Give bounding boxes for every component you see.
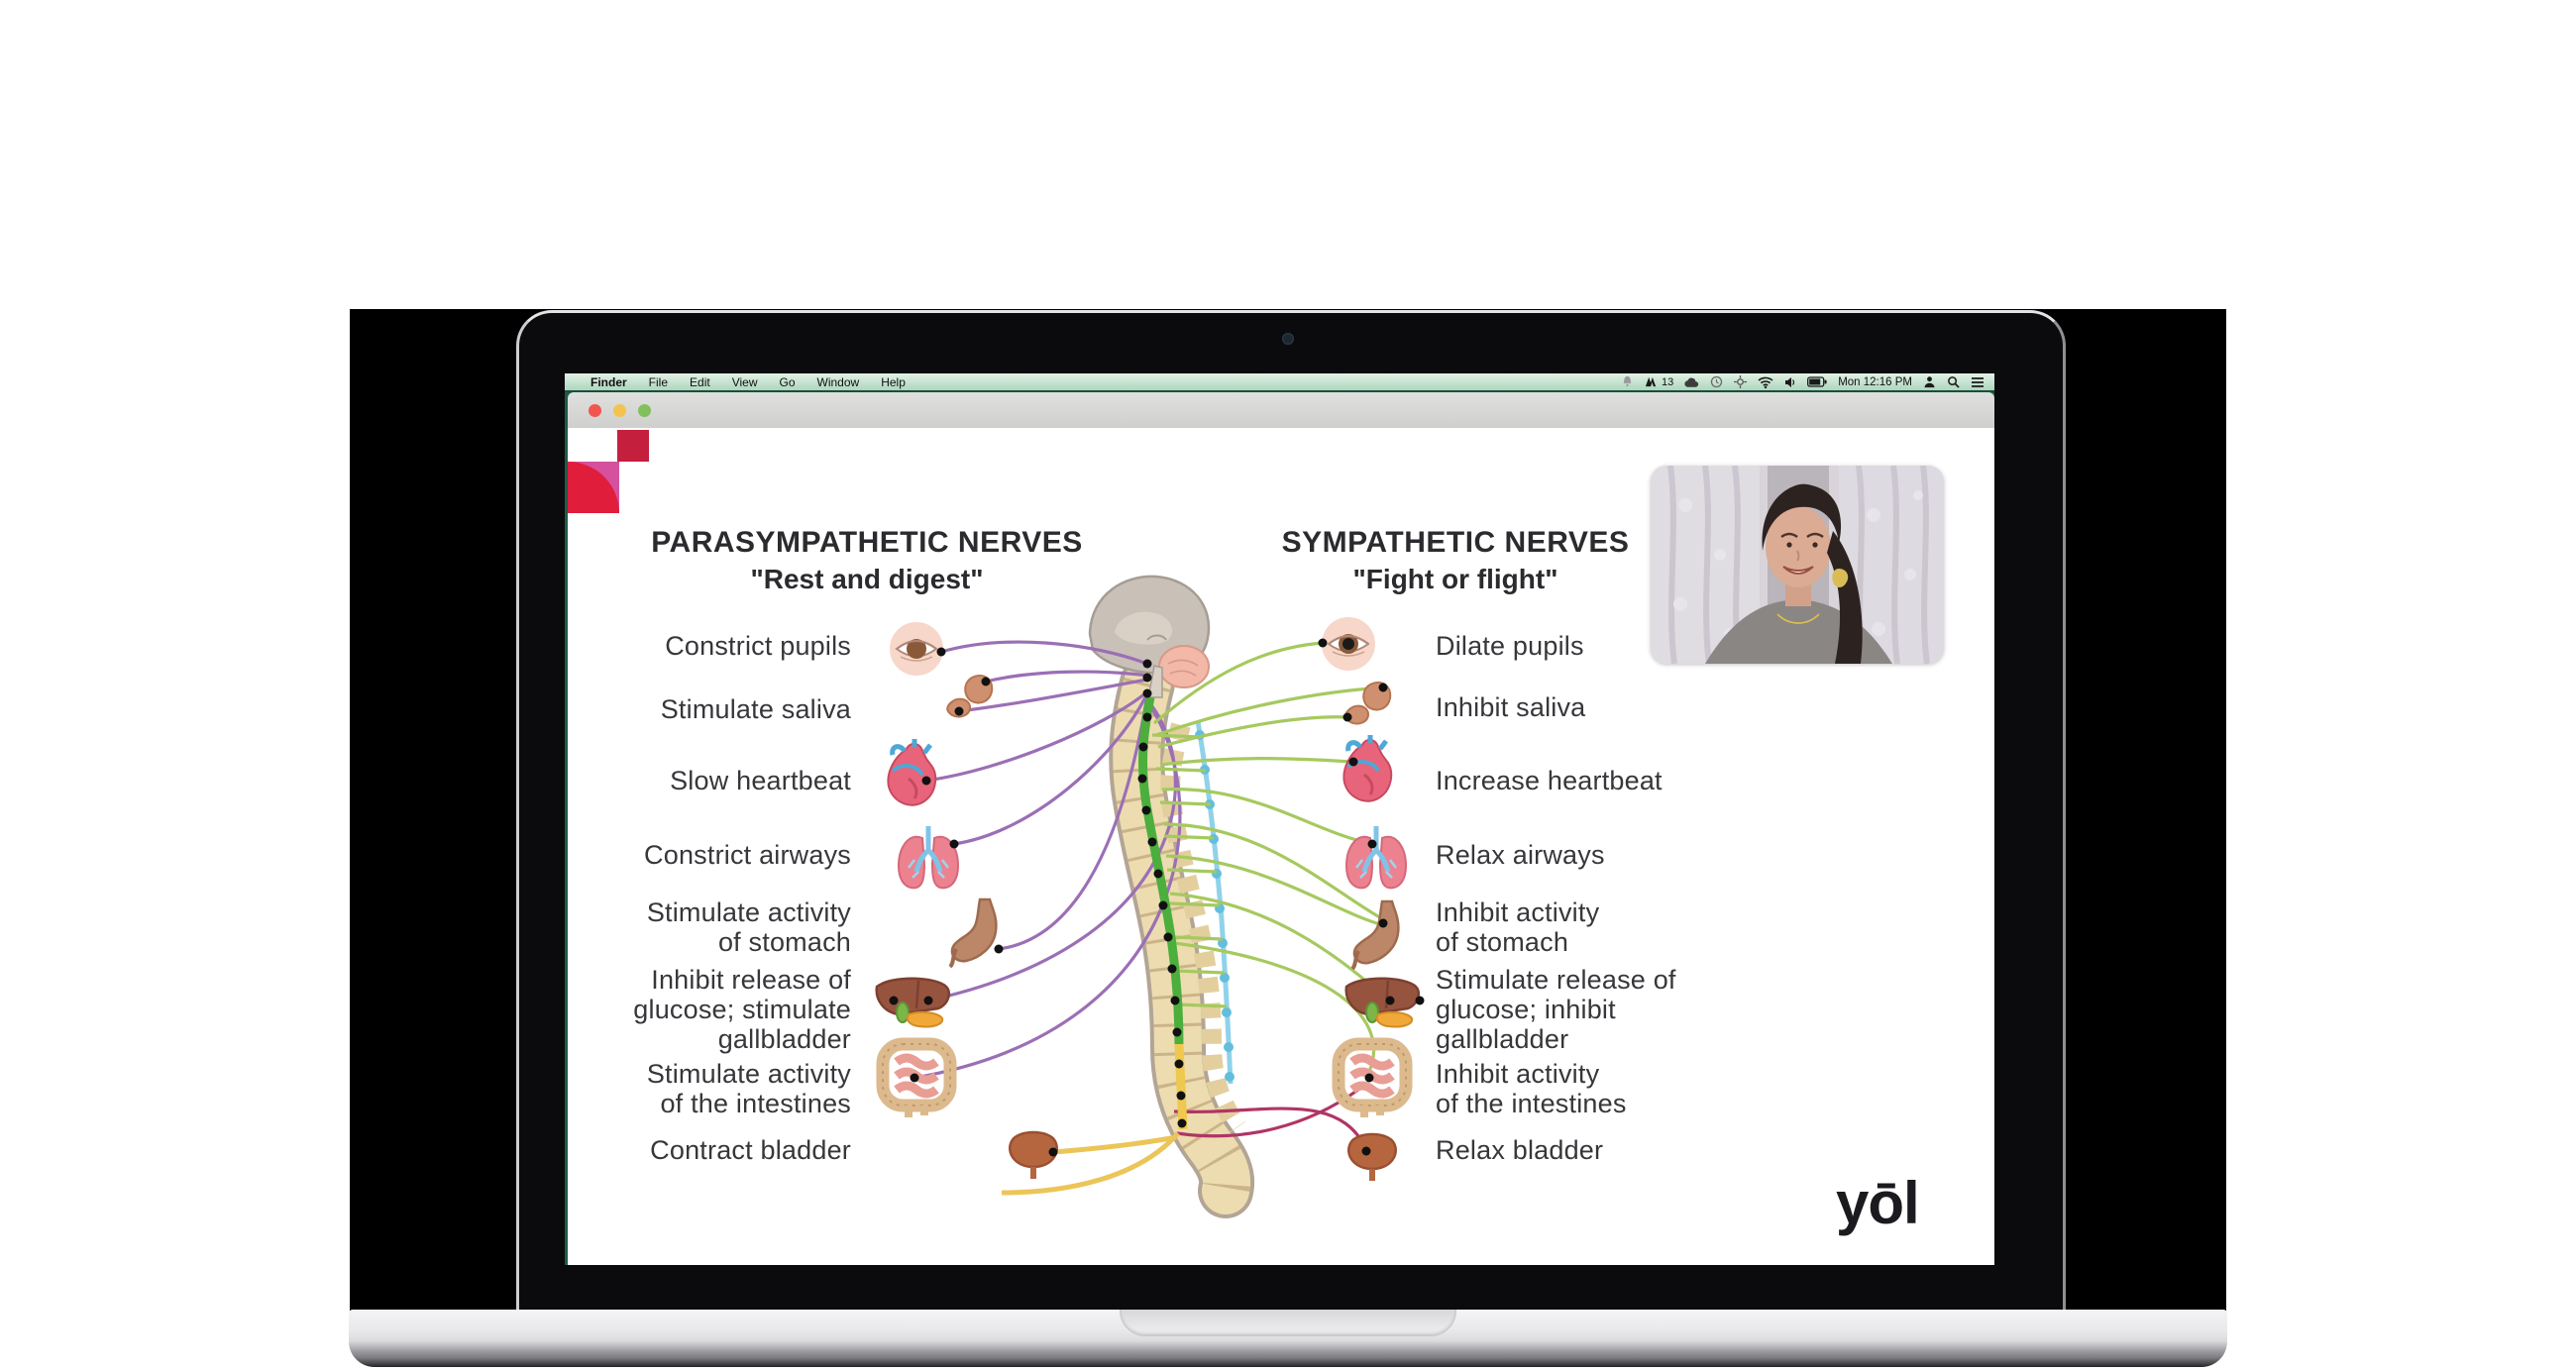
parasympathetic-subtitle: "Rest and digest" (750, 564, 984, 594)
label-inhibit-intestines: Inhibit activity of the intestines (1436, 1059, 1627, 1119)
label-stimulate-stomach: Stimulate activity of stomach (646, 897, 851, 958)
close-button[interactable] (589, 403, 601, 417)
battery-icon[interactable] (1807, 376, 1827, 387)
label-increase-heartbeat: Increase heartbeat (1436, 766, 1663, 795)
label-stimulate-glucose: Stimulate release of glucose; inhibit ga… (1436, 965, 1676, 1055)
window-titlebar[interactable] (568, 392, 1994, 428)
menu-bar: Finder File Edit View Go Window Help 13 … (565, 373, 1994, 392)
sympathetic-heading: SYMPATHETIC NERVES "Fight or flight" (1218, 523, 1693, 597)
sympathetic-title: SYMPATHETIC NERVES (1281, 526, 1630, 559)
menu-view[interactable]: View (731, 374, 758, 389)
parasympathetic-heading: PARASYMPATHETIC NERVES "Rest and digest" (629, 523, 1105, 597)
label-relax-bladder: Relax bladder (1436, 1135, 1604, 1165)
bell-icon[interactable] (1621, 375, 1634, 388)
volume-icon[interactable] (1784, 376, 1796, 388)
menu-window[interactable]: Window (816, 374, 860, 389)
label-inhibit-glucose: Inhibit release of glucose; stimulate ga… (633, 965, 851, 1055)
menu-file[interactable]: File (648, 374, 669, 389)
laptop-camera-dot (1282, 333, 1294, 345)
search-icon[interactable] (1947, 375, 1960, 388)
menu-help[interactable]: Help (881, 374, 906, 389)
menu-clock[interactable]: Mon 12:16 PM (1838, 375, 1912, 388)
badge-count: 13 (1661, 375, 1674, 388)
menu-edit[interactable]: Edit (690, 374, 710, 389)
organs-right (1318, 616, 1425, 1183)
label-stimulate-intestines: Stimulate activity of the intestines (646, 1059, 851, 1119)
user-icon[interactable] (1923, 375, 1936, 388)
label-constrict-pupils: Constrict pupils (665, 631, 851, 661)
crosshair-icon[interactable] (1734, 375, 1748, 388)
presenter-illustration (1651, 466, 1944, 664)
menu-finder[interactable]: Finder (590, 374, 627, 389)
minimize-button[interactable] (613, 403, 626, 417)
cauda-equina (1001, 1131, 1180, 1196)
menu-go[interactable]: Go (779, 374, 796, 389)
logo-square-pink (568, 462, 619, 513)
laptop-base-notch (1120, 1310, 1456, 1336)
label-contract-bladder: Contract bladder (650, 1135, 851, 1165)
list-icon[interactable] (1971, 376, 1985, 388)
label-constrict-airways: Constrict airways (644, 840, 851, 870)
cloud-icon[interactable] (1684, 376, 1699, 388)
presentation-slide: PARASYMPATHETIC NERVES "Rest and digest"… (568, 428, 1994, 1265)
clock-icon[interactable] (1710, 375, 1723, 388)
sympathetic-nerves (1151, 641, 1391, 1077)
spinal-cord (1137, 659, 1188, 1130)
brand-logo: yōl (1836, 1170, 1920, 1236)
label-slow-heartbeat: Slow heartbeat (670, 766, 851, 795)
organs-left (875, 621, 1058, 1181)
zoom-button[interactable] (638, 403, 651, 417)
label-dilate-pupils: Dilate pupils (1436, 631, 1584, 661)
parasympathetic-title: PARASYMPATHETIC NERVES (651, 526, 1083, 559)
sympathetic-subtitle: "Fight or flight" (1352, 564, 1558, 594)
label-inhibit-stomach: Inhibit activity of stomach (1436, 897, 1600, 958)
nervous-system-diagram (875, 575, 1425, 1218)
presenter-video[interactable] (1651, 466, 1944, 664)
sympathetic-chain (1195, 720, 1234, 1085)
brain (1088, 575, 1211, 698)
logo-square-red (617, 430, 649, 462)
wifi-icon[interactable] (1758, 376, 1773, 388)
label-stimulate-saliva: Stimulate saliva (660, 694, 851, 724)
app-badge-icon[interactable] (1645, 375, 1658, 388)
label-inhibit-saliva: Inhibit saliva (1436, 692, 1586, 722)
label-relax-airways: Relax airways (1436, 840, 1605, 870)
